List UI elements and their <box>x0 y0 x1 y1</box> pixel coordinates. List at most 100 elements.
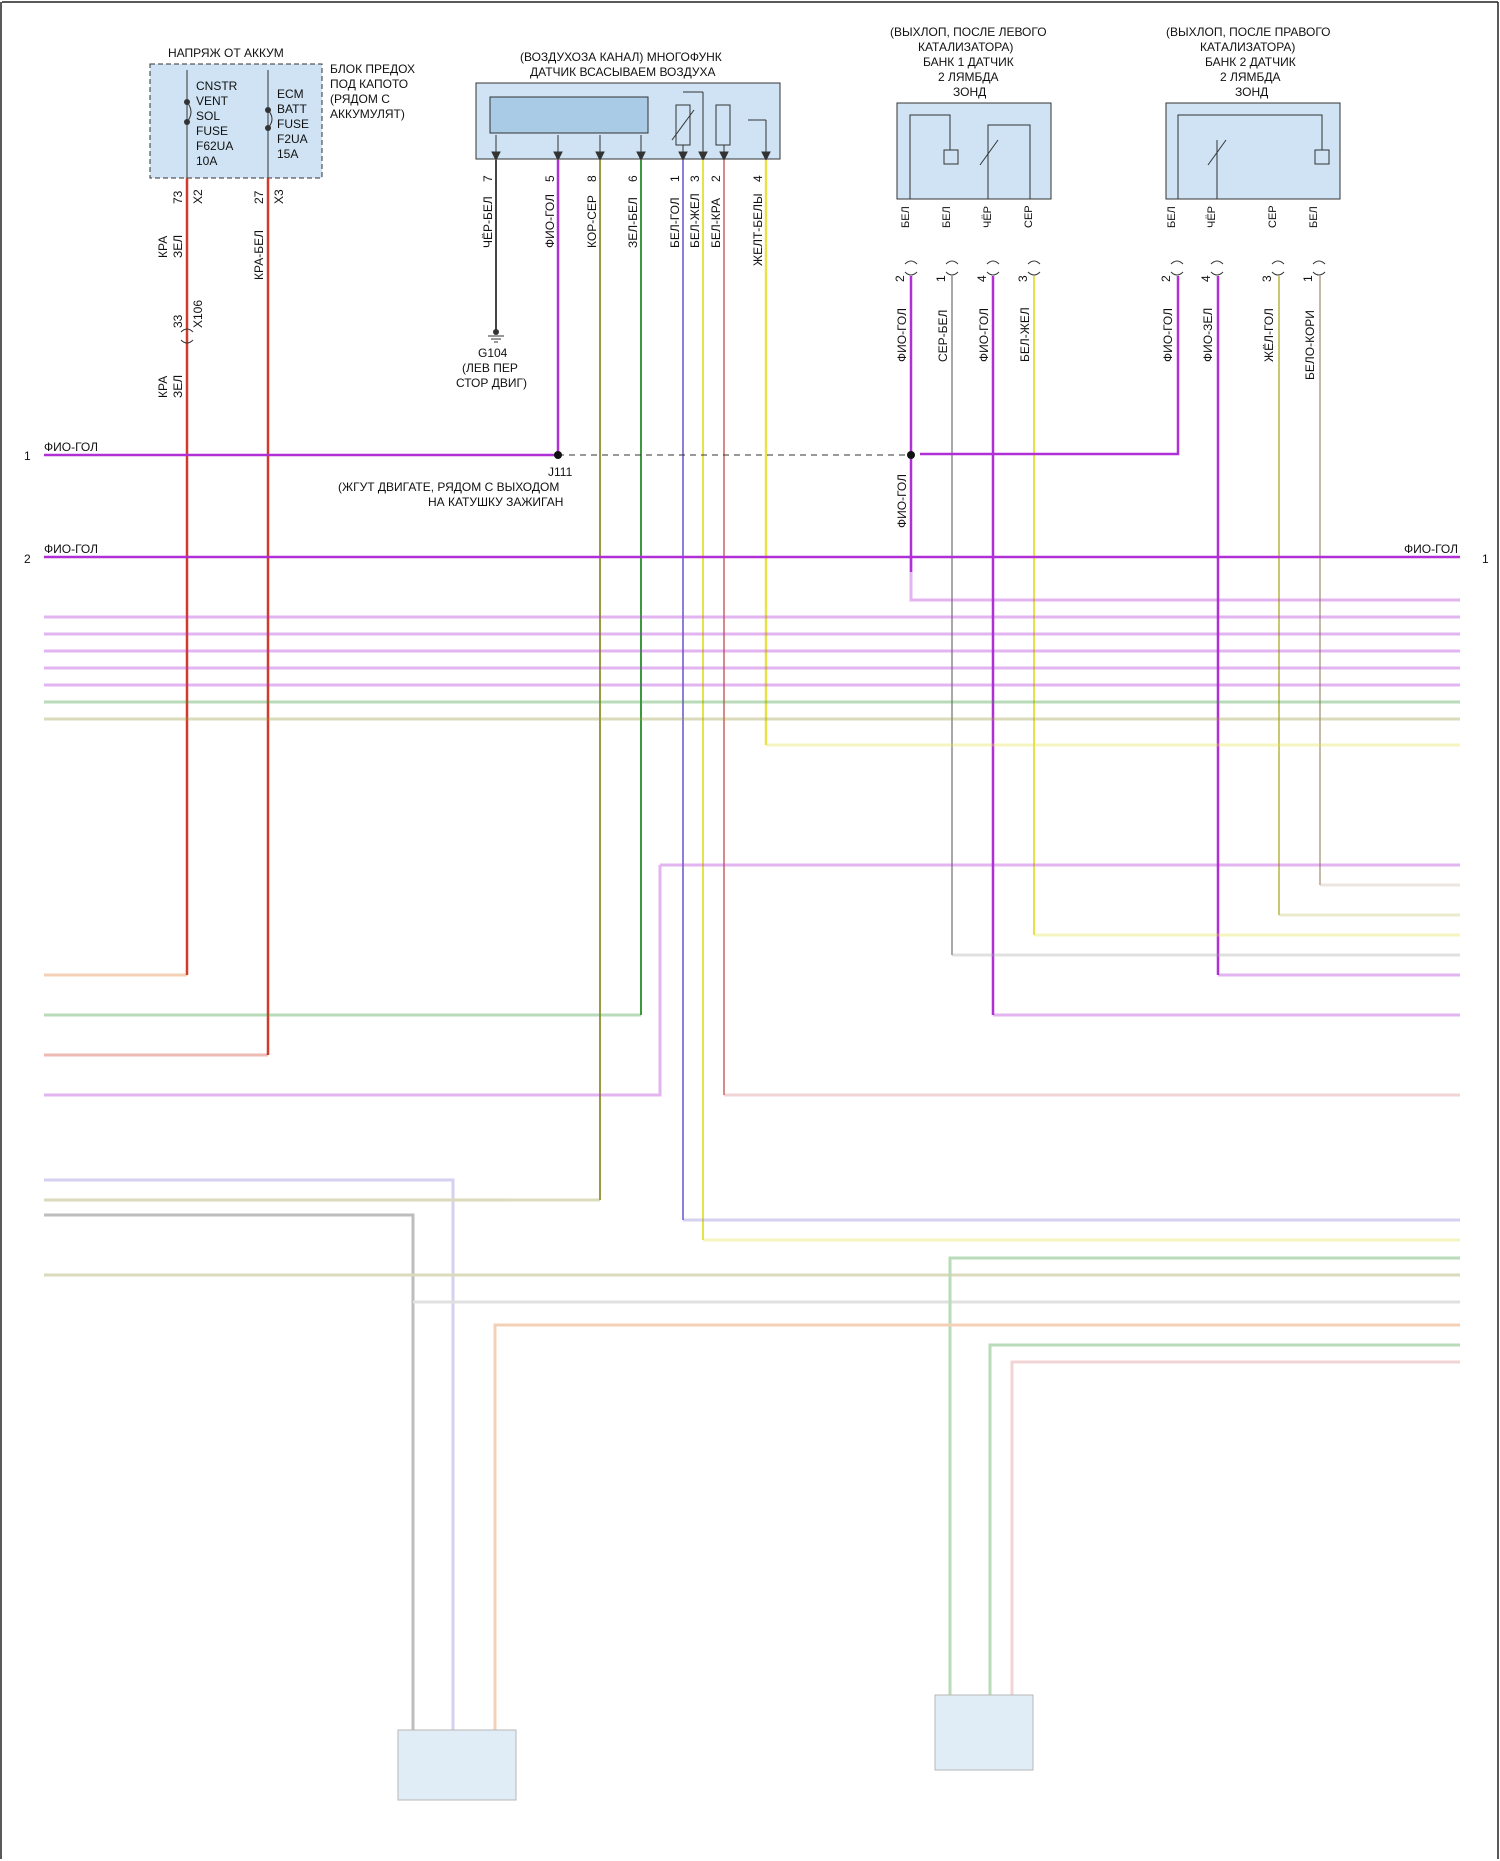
wire-color-label: СЕР-БЕЛ <box>936 310 950 362</box>
wire-color-label: ЖЁЛ-ГОЛ <box>1262 308 1276 362</box>
splice-point <box>554 451 562 459</box>
wire-fio-gol <box>920 276 1178 454</box>
pin-number: 73 <box>171 190 185 204</box>
fuse-block-location: АККУМУЛЯТ) <box>330 107 405 121</box>
pin-number: 33 <box>171 314 185 328</box>
wire-color-label: ФИО-ГОЛ <box>44 440 98 454</box>
pin-number: 6 <box>626 175 640 182</box>
wire-color-label: БЕЛ-КРА <box>709 198 723 248</box>
row-number: 1 <box>1482 552 1489 566</box>
o2-title: ЗОНД <box>1235 85 1268 99</box>
pin-number: 7 <box>481 175 495 182</box>
splice-point <box>907 451 915 459</box>
maf-sensor: (ВОЗДУХОЗА КАНАЛ) МНОГОФУНК ДАТЧИК ВСАСЫ… <box>476 50 780 1240</box>
connector-id: X2 <box>191 189 205 204</box>
o2-title: 2 ЛЯМБДА <box>938 70 999 84</box>
wire-color-label: КОР-СЕР <box>585 195 599 248</box>
splice-id: J111 <box>548 465 573 479</box>
pin-number: 1 <box>934 275 948 282</box>
wire-color-label: БЕЛ-ЖЕЛ <box>1018 307 1032 362</box>
fuse2-label: FUSE <box>277 117 309 131</box>
row-number: 2 <box>24 552 31 566</box>
pin-number: 3 <box>1016 275 1030 282</box>
fuse1-label: CNSTR <box>196 79 238 93</box>
connector-id: X3 <box>272 189 286 204</box>
wire-color-label: БЕЛ-ЖЕЛ <box>688 193 702 248</box>
o2-title: БАНК 2 ДАТЧИК <box>1205 55 1296 69</box>
blurred-harness-region <box>44 557 1460 1800</box>
pin-number: 3 <box>1260 275 1274 282</box>
fuse2-label: ECM <box>277 87 304 101</box>
fuse1-label: F62UA <box>196 139 233 153</box>
pin-number: 4 <box>751 175 765 182</box>
wire-color-label: ФИО-ГОЛ <box>895 474 909 528</box>
fuse2-label: BATT <box>277 102 307 116</box>
pin-number: 2 <box>1159 275 1173 282</box>
pin-number: 4 <box>975 275 989 282</box>
ground-location: СТОР ДВИГ) <box>456 376 527 390</box>
wire-color-label: КРА <box>156 236 170 258</box>
pin-number: 2 <box>709 175 723 182</box>
pin-wire-label: СЕР <box>1023 205 1035 228</box>
wire-color-label: ЧЁР-БЕЛ <box>481 196 495 248</box>
o2-title: 2 ЛЯМБДА <box>1220 70 1281 84</box>
o2-title: КАТАЛИЗАТОРА) <box>918 40 1013 54</box>
pin-wire-label: БЕЛ <box>900 206 912 228</box>
o2-title: (ВЫХЛОП, ПОСЛЕ ЛЕВОГО <box>890 25 1047 39</box>
wire-color-label: ФИО-ГОЛ <box>977 308 991 362</box>
fuse1-label: FUSE <box>196 124 228 138</box>
o2-title: БАНК 1 ДАТЧИК <box>923 55 1014 69</box>
pin-wire-label: БЕЛ <box>1166 206 1178 228</box>
ground-location: (ЛЕВ ПЕР <box>462 361 518 375</box>
maf-title: (ВОЗДУХОЗА КАНАЛ) МНОГОФУНК <box>520 50 722 64</box>
wire-color-label: КРА <box>156 376 170 398</box>
row-number: 1 <box>24 449 31 463</box>
fuse-block-location: (РЯДОМ С <box>330 92 390 106</box>
wire-color-label: ЗЕЛ <box>171 375 185 398</box>
fuse-block: НАПРЯЖ ОТ АККУМ БЛОК ПРЕДОХ ПОД КАПОТО (… <box>150 46 415 1055</box>
wire-color-label: ФИО-ГОЛ <box>1404 542 1458 556</box>
pin-number: 3 <box>688 175 702 182</box>
fuse1-label: VENT <box>196 94 229 108</box>
o2-title: (ВЫХЛОП, ПОСЛЕ ПРАВОГО <box>1166 25 1331 39</box>
wire-color-label: ФИО-ГОЛ <box>543 194 557 248</box>
wire-color-label: ФИО-ГОЛ <box>1161 308 1175 362</box>
pin-number: 1 <box>668 175 682 182</box>
wire-color-label: БЕЛ-ГОЛ <box>668 197 682 248</box>
fuse-block-location: ПОД КАПОТО <box>330 77 408 91</box>
connector-id: X106 <box>191 300 205 328</box>
wire-color-label: БЕЛО-КОРИ <box>1303 310 1317 380</box>
splice-location: НА КАТУШКУ ЗАЖИГАН <box>428 495 563 509</box>
maf-title: ДАТЧИК ВСАСЫВАЕМ ВОЗДУХА <box>530 65 716 79</box>
wire-color-label: ФИО-ГОЛ <box>895 308 909 362</box>
fuse2-label: 15A <box>277 147 298 161</box>
pin-number: 8 <box>585 175 599 182</box>
wire-color-label: ЗЕЛ-БЕЛ <box>626 197 640 248</box>
wire-color-label: ФИО-ЗЕЛ <box>1201 308 1215 362</box>
fuse1-label: 10A <box>196 154 217 168</box>
fuse-block-title: НАПРЯЖ ОТ АККУМ <box>168 46 284 60</box>
wire-color-label: ЖЕЛТ-БЕЛЫ <box>751 193 765 266</box>
bus-line-2: 2 ФИО-ГОЛ ФИО-ГОЛ 1 <box>24 542 1489 566</box>
pin-wire-label: СЕР <box>1267 205 1279 228</box>
o2-title: ЗОНД <box>953 85 986 99</box>
bus-line-1: 1 ФИО-ГОЛ J111 (ЖГУТ ДВИГАТЕ, РЯДОМ С ВЫ… <box>24 440 915 528</box>
pin-wire-label: БЕЛ <box>941 206 953 228</box>
pin-wire-label: ЧЁР <box>1206 206 1218 228</box>
pin-number: 4 <box>1199 275 1213 282</box>
o2-title: КАТАЛИЗАТОРА) <box>1200 40 1295 54</box>
splice-location: (ЖГУТ ДВИГАТЕ, РЯДОМ С ВЫХОДОМ <box>338 480 559 494</box>
ground-g104: G104 (ЛЕВ ПЕР СТОР ДВИГ) <box>456 329 527 390</box>
pin-number: 27 <box>252 190 266 204</box>
pin-number: 1 <box>1301 275 1315 282</box>
wire-color-label: КРА-БЕЛ <box>252 230 266 280</box>
fuse1-label: SOL <box>196 109 220 123</box>
wire-color-label: ЗЕЛ <box>171 235 185 258</box>
wire-color-label: ФИО-ГОЛ <box>44 542 98 556</box>
ground-id: G104 <box>478 346 508 360</box>
pin-wire-label: ЧЁР <box>982 206 994 228</box>
fuse2-label: F2UA <box>277 132 308 146</box>
pin-wire-label: БЕЛ <box>1308 206 1320 228</box>
